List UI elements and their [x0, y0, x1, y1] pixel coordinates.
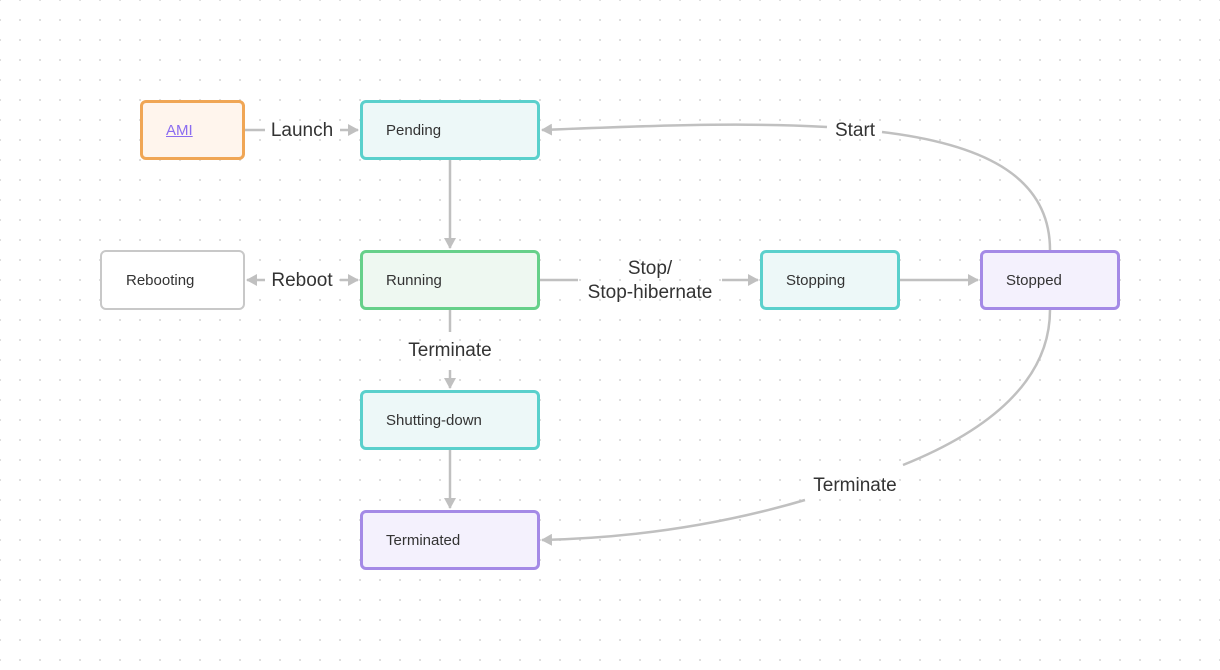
node-stopped: Stopped: [980, 250, 1120, 310]
node-shutting-down-label: Shutting-down: [386, 411, 482, 429]
edge-label-terminate-stopped: Terminate: [813, 475, 897, 496]
node-ami: AMI: [140, 100, 245, 160]
node-stopping-label: Stopping: [786, 271, 846, 289]
edge-label-launch: Launch: [270, 120, 334, 141]
node-rebooting: Rebooting: [100, 250, 245, 310]
edge-label-reboot: Reboot: [271, 270, 333, 291]
node-pending: Pending: [360, 100, 540, 160]
node-shutting-down: Shutting-down: [360, 390, 540, 450]
edge-label-stop-line2: Stop-hibernate: [587, 282, 713, 303]
node-running: Running: [360, 250, 540, 310]
edge-start-b: [541, 123, 828, 136]
edge-label-stop-line1: Stop/: [627, 258, 673, 279]
edge-label-terminate-running: Terminate: [408, 340, 492, 361]
edge-terminate-stopped-b: [541, 498, 806, 546]
node-pending-label: Pending: [386, 121, 442, 139]
node-terminated-label: Terminated: [386, 531, 461, 549]
edge-label-stop: Stop/ Stop-hibernate: [588, 257, 713, 305]
node-running-label: Running: [386, 271, 442, 289]
edge-start-a: [881, 130, 1052, 251]
edge-label-start: Start: [834, 120, 876, 141]
ami-link[interactable]: AMI: [166, 121, 193, 139]
node-stopping: Stopping: [760, 250, 900, 310]
node-rebooting-label: Rebooting: [126, 271, 195, 289]
node-stopped-label: Stopped: [1006, 271, 1062, 289]
node-terminated: Terminated: [360, 510, 540, 570]
edge-terminate-stopped-a: [902, 309, 1052, 467]
